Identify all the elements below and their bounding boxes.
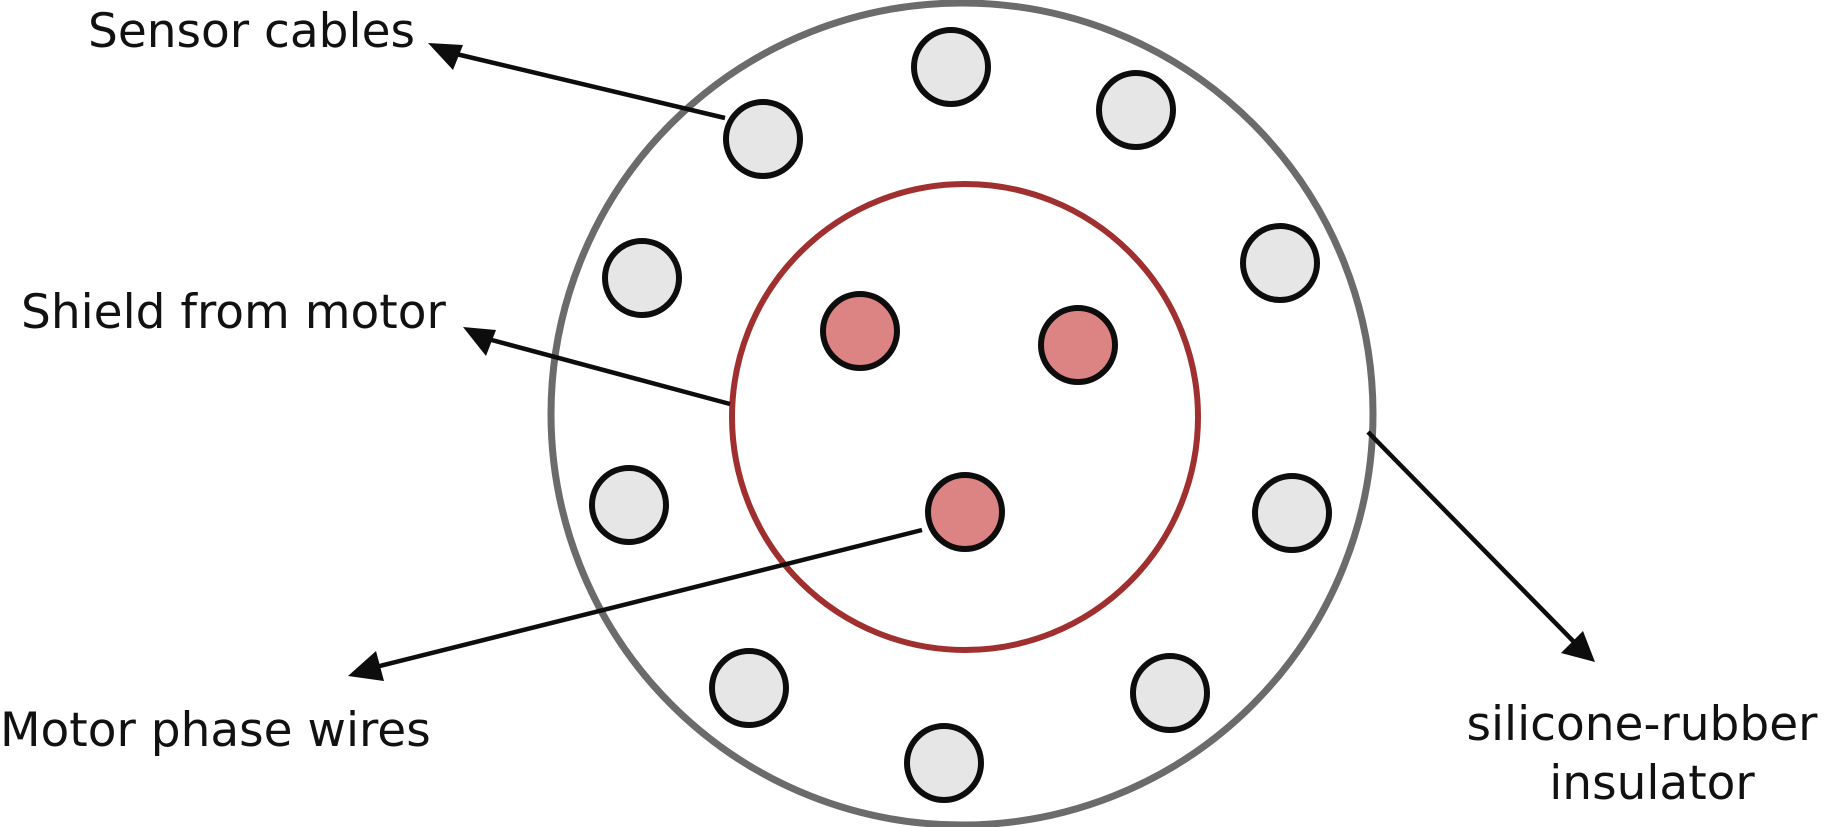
phase-wires-arrowhead xyxy=(348,651,384,681)
insulator-leader xyxy=(1366,430,1579,647)
arrowheads xyxy=(348,43,1595,681)
motor-shield-ring xyxy=(729,181,1201,653)
sensor-cable xyxy=(602,238,682,318)
shield-leader xyxy=(487,336,731,407)
silicone-rubber-insulator-ring xyxy=(547,0,1377,827)
shield-arrowhead xyxy=(463,327,496,356)
sensor-cables-group xyxy=(589,27,1332,803)
insulator-arrowhead xyxy=(1561,631,1595,662)
motor-phase-wire xyxy=(925,472,1005,552)
sensor-cable xyxy=(1240,223,1320,303)
label-motor-phase-wires: Motor phase wires xyxy=(0,703,431,758)
label-insulator-line1: silicone-rubber xyxy=(1467,697,1819,752)
sensor-cable xyxy=(589,465,669,545)
phase-wires-leader xyxy=(371,527,923,671)
leader-lines xyxy=(371,50,1579,671)
sensor-cables-arrowhead xyxy=(428,43,463,70)
sensor-cables-leader xyxy=(451,50,726,121)
label-insulator-line2: insulator xyxy=(1549,756,1755,811)
motor-phase-wire xyxy=(1038,305,1118,385)
label-shield-from-motor: Shield from motor xyxy=(21,285,446,340)
motor-phase-wire xyxy=(820,291,900,371)
sensor-cable xyxy=(709,648,789,728)
sensor-cable xyxy=(1252,473,1332,553)
sensor-cable xyxy=(723,99,803,179)
motor-phase-wires-group xyxy=(820,291,1118,552)
label-sensor-cables: Sensor cables xyxy=(88,4,415,59)
sensor-cable xyxy=(1130,653,1210,733)
sensor-cable xyxy=(911,27,991,107)
sensor-cable xyxy=(1096,70,1176,150)
sensor-cable xyxy=(904,723,984,803)
